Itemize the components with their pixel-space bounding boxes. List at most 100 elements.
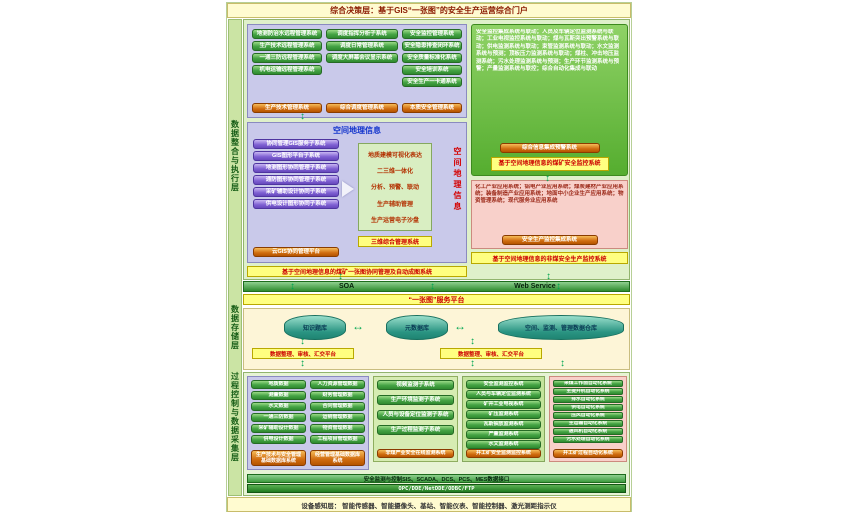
db-link-arrow-icon <box>352 320 364 332</box>
underground-system-button: 产量监测系统 <box>466 430 541 439</box>
double-arrow-icon <box>430 282 435 292</box>
business-data-button: 财务管理数据 <box>310 391 365 400</box>
industry-applications-panel: 化工产业应用系统；铝电产业应用系统；煤炭建材产业应用系统；装备制造产业应用系统；… <box>471 180 628 249</box>
remote-system-button: 机电运输远程管理系统 <box>252 65 322 75</box>
double-arrow-icon <box>545 174 550 184</box>
gis-capabilities-box: 地质建模可视化表达二三维一体化分析、预警、联动生产辅助管理生产运营电子沙盘 <box>358 143 432 231</box>
business-data-list: 人力资源管理数据财务管理数据合同管理数据运销管理数据物资管理数据工程项目管理数据 <box>310 380 365 444</box>
3d-management-bar: 三维综合管理系统 <box>358 236 432 247</box>
industry-systems-text: 化工产业应用系统；铝电产业应用系统；煤炭建材产业应用系统；装备制造产业应用系统；… <box>475 184 624 205</box>
scada-interface-bar: 安全监测与控制SIS、SCADA、DCS、PCS、MES数据接口 <box>247 474 626 483</box>
business-base-footer-button: 经营管理基础数据库系统 <box>310 450 365 466</box>
remote-system-button: 生产技术远程管理系统 <box>252 41 322 51</box>
underground-system-button: 安全监测监控系统 <box>466 380 541 389</box>
integrated-warning-button: 综合信息集成预警系统 <box>499 143 600 153</box>
noncoal-safety-monitor-bar: 基于空间地理信息的非煤安全生产监控系统 <box>471 252 628 264</box>
layer-label-storage: 数据存储层 <box>230 305 240 350</box>
double-arrow-icon <box>560 359 565 369</box>
metadata-database-label: 元数据库 <box>404 326 429 332</box>
dispatch-column: 调度指挥分析子系统调度日常管理系统调度大屏幕会议显示系统 综合调度管理系统 <box>326 29 398 113</box>
safety-system-button: 安全监控管理系统 <box>402 29 462 39</box>
business-data-button: 物资管理数据 <box>310 424 365 433</box>
business-data-button: 合同管理数据 <box>310 402 365 411</box>
business-data-column: 人力资源管理数据财务管理数据合同管理数据运销管理数据物资管理数据工程项目管理数据… <box>310 380 365 466</box>
monitoring-systems-text: 安全监控集成系统与联动；人员及车辆定位监测系统与联动；工业电视监控系统与联动；煤… <box>476 29 620 73</box>
underground-system-button: 人员与车辆定位监测系统 <box>466 390 541 399</box>
dispatch-system-button: 调度大屏幕会议显示系统 <box>326 53 398 63</box>
tech-data-button: 供电设计数据 <box>251 435 306 444</box>
underground-system-button: 矿压监测系统 <box>466 410 541 419</box>
layer-label-process: 过程控制与数据采集层 <box>230 372 240 462</box>
automation-footer-button: 井工矿过程自动化系统 <box>553 449 623 458</box>
gis-subsystem-button: 采矿辅助设计协同子系统 <box>253 187 339 197</box>
automation-system-button: 主提升机自动化系统 <box>553 388 623 395</box>
safety-footer-button: 本质安全管理系统 <box>402 103 462 113</box>
gis-panel-title: 空间地理信息 <box>333 126 381 135</box>
dispatch-system-list: 调度指挥分析子系统调度日常管理系统调度大屏幕会议显示系统 <box>326 29 398 63</box>
noncoal-system-button: 人员与设备定位监测子系统 <box>377 410 454 420</box>
underground-monitoring-panel: 安全监测监控系统人员与车辆定位监测系统矿井工业电视系统矿压监测系统瓦斯抽放监测系… <box>462 376 545 462</box>
automation-system-button: 采煤工作面自动化系统 <box>553 380 623 387</box>
remote-management-column: 地测防治水远程管理系统生产技术远程管理系统一通三防远程管理系统机电运输远程管理系… <box>252 29 322 113</box>
webservice-label: Web Service <box>514 283 556 290</box>
gis-capability-label: 生产辅助管理 <box>376 201 413 208</box>
noncoal-monitoring-panel: 视频监测子系统生产环境监测子系统人员与设备定位监测子系统生产过程监测子系统 非煤… <box>373 376 458 462</box>
double-arrow-icon <box>470 359 475 369</box>
noncoal-system-button: 视频监测子系统 <box>377 380 454 390</box>
remote-system-button: 一通三防远程管理系统 <box>252 53 322 63</box>
layer-strip: 数据整合与执行层 数据存储层 过程控制与数据采集层 <box>228 19 242 496</box>
onemap-collaboration-bar: 基于空间地理信息的煤矿一张图协同管理及自动成图系统 <box>247 266 467 277</box>
noncoal-system-list: 视频监测子系统生产环境监测子系统人员与设备定位监测子系统生产过程监测子系统 <box>377 380 454 435</box>
safety-system-button: 安全隐患排查闭环系统 <box>402 41 462 51</box>
gis-subsystem-button: GIS图形平台子系统 <box>253 151 339 161</box>
gis-side-label: 空间地理信息 <box>453 147 462 213</box>
noncoal-system-button: 生产环境监测子系统 <box>377 395 454 405</box>
double-arrow-icon <box>338 272 343 282</box>
gis-subsystem-button: 协同管理GIS服务子系统 <box>253 139 339 149</box>
tech-data-button: 采矿辅助设计数据 <box>251 424 306 433</box>
safety-system-button: 安全培训系统 <box>402 65 462 75</box>
base-database-panel: 地质数据测量数据水文数据一通三防数据采矿辅助设计数据供电设计数据 生产技术与安全… <box>247 376 369 470</box>
gis-capability-label: 地质建模可视化表达 <box>367 152 422 159</box>
warehouse-database-label: 空间、监测、管理数据仓库 <box>524 326 597 332</box>
automation-system-list: 采煤工作面自动化系统主提升机自动化系统排水自动化系统供电自动化系统压风自动化系统… <box>553 380 623 443</box>
soa-service-bar: SOA Web Service <box>243 281 630 292</box>
double-arrow-icon <box>300 337 305 347</box>
underground-system-list: 安全监测监控系统人员与车辆定位监测系统矿井工业电视系统矿压监测系统瓦斯抽放监测系… <box>466 380 541 449</box>
tech-data-list: 地质数据测量数据水文数据一通三防数据采矿辅助设计数据供电设计数据 <box>251 380 306 444</box>
tech-data-column: 地质数据测量数据水文数据一通三防数据采矿辅助设计数据供电设计数据 生产技术与安全… <box>251 380 306 466</box>
coal-safety-monitor-bar: 基于空间地理信息的煤矿安全监控系统 <box>490 157 609 171</box>
noncoal-system-button: 生产过程监测子系统 <box>377 425 454 435</box>
safety-system-button: 安全生产一卡通系统 <box>402 77 462 87</box>
tech-data-button: 水文数据 <box>251 402 306 411</box>
double-arrow-icon <box>556 282 561 292</box>
gis-subsystem-button: 供电设计图形协同子系统 <box>253 199 339 209</box>
tech-data-button: 测量数据 <box>251 391 306 400</box>
double-arrow-icon <box>300 112 305 122</box>
protocol-bar: OPC/DDE/NetDDE/ODBC/FTP <box>247 484 626 493</box>
device-layer-banner: 设备感知层： 智能传感器、智能摄像头、基站、智能仪表、智能控制器、激光测距指示仪 <box>227 497 631 512</box>
dispatch-system-button: 调度日常管理系统 <box>326 41 398 51</box>
double-arrow-icon <box>300 359 305 369</box>
tech-data-button: 地质数据 <box>251 380 306 389</box>
underground-footer-button: 井工矿安全监测监控系统 <box>466 449 541 458</box>
underground-system-button: 水文监测系统 <box>466 440 541 449</box>
management-systems-panel: 地测防治水远程管理系统生产技术远程管理系统一通三防远程管理系统机电运输远程管理系… <box>247 24 467 118</box>
automation-system-button: 污水处理自动化系统 <box>553 436 623 443</box>
gis-capability-label: 生产运营电子沙盘 <box>370 218 419 225</box>
automation-system-button: 通风机自动化系统 <box>553 428 623 435</box>
onemap-platform-bar: “一张图”服务平台 <box>243 294 630 305</box>
tech-data-button: 一通三防数据 <box>251 413 306 422</box>
business-data-button: 工程项目管理数据 <box>310 435 365 444</box>
metadata-database-cylinder: 元数据库 <box>386 315 448 340</box>
right-arrow-icon <box>342 181 354 197</box>
safety-system-list: 安全监控管理系统安全隐患排查闭环系统安全质量标准化系统安全培训系统安全生产一卡通… <box>402 29 462 87</box>
remote-system-button: 地测防治水远程管理系统 <box>252 29 322 39</box>
noncoal-footer-button: 非煤产业安全在线监测系统 <box>377 449 454 458</box>
automation-system-button: 主运输自动化系统 <box>553 420 623 427</box>
underground-system-button: 矿井工业电视系统 <box>466 400 541 409</box>
remote-system-list: 地测防治水远程管理系统生产技术远程管理系统一通三防远程管理系统机电运输远程管理系… <box>252 29 322 75</box>
underground-system-button: 瓦斯抽放监测系统 <box>466 420 541 429</box>
